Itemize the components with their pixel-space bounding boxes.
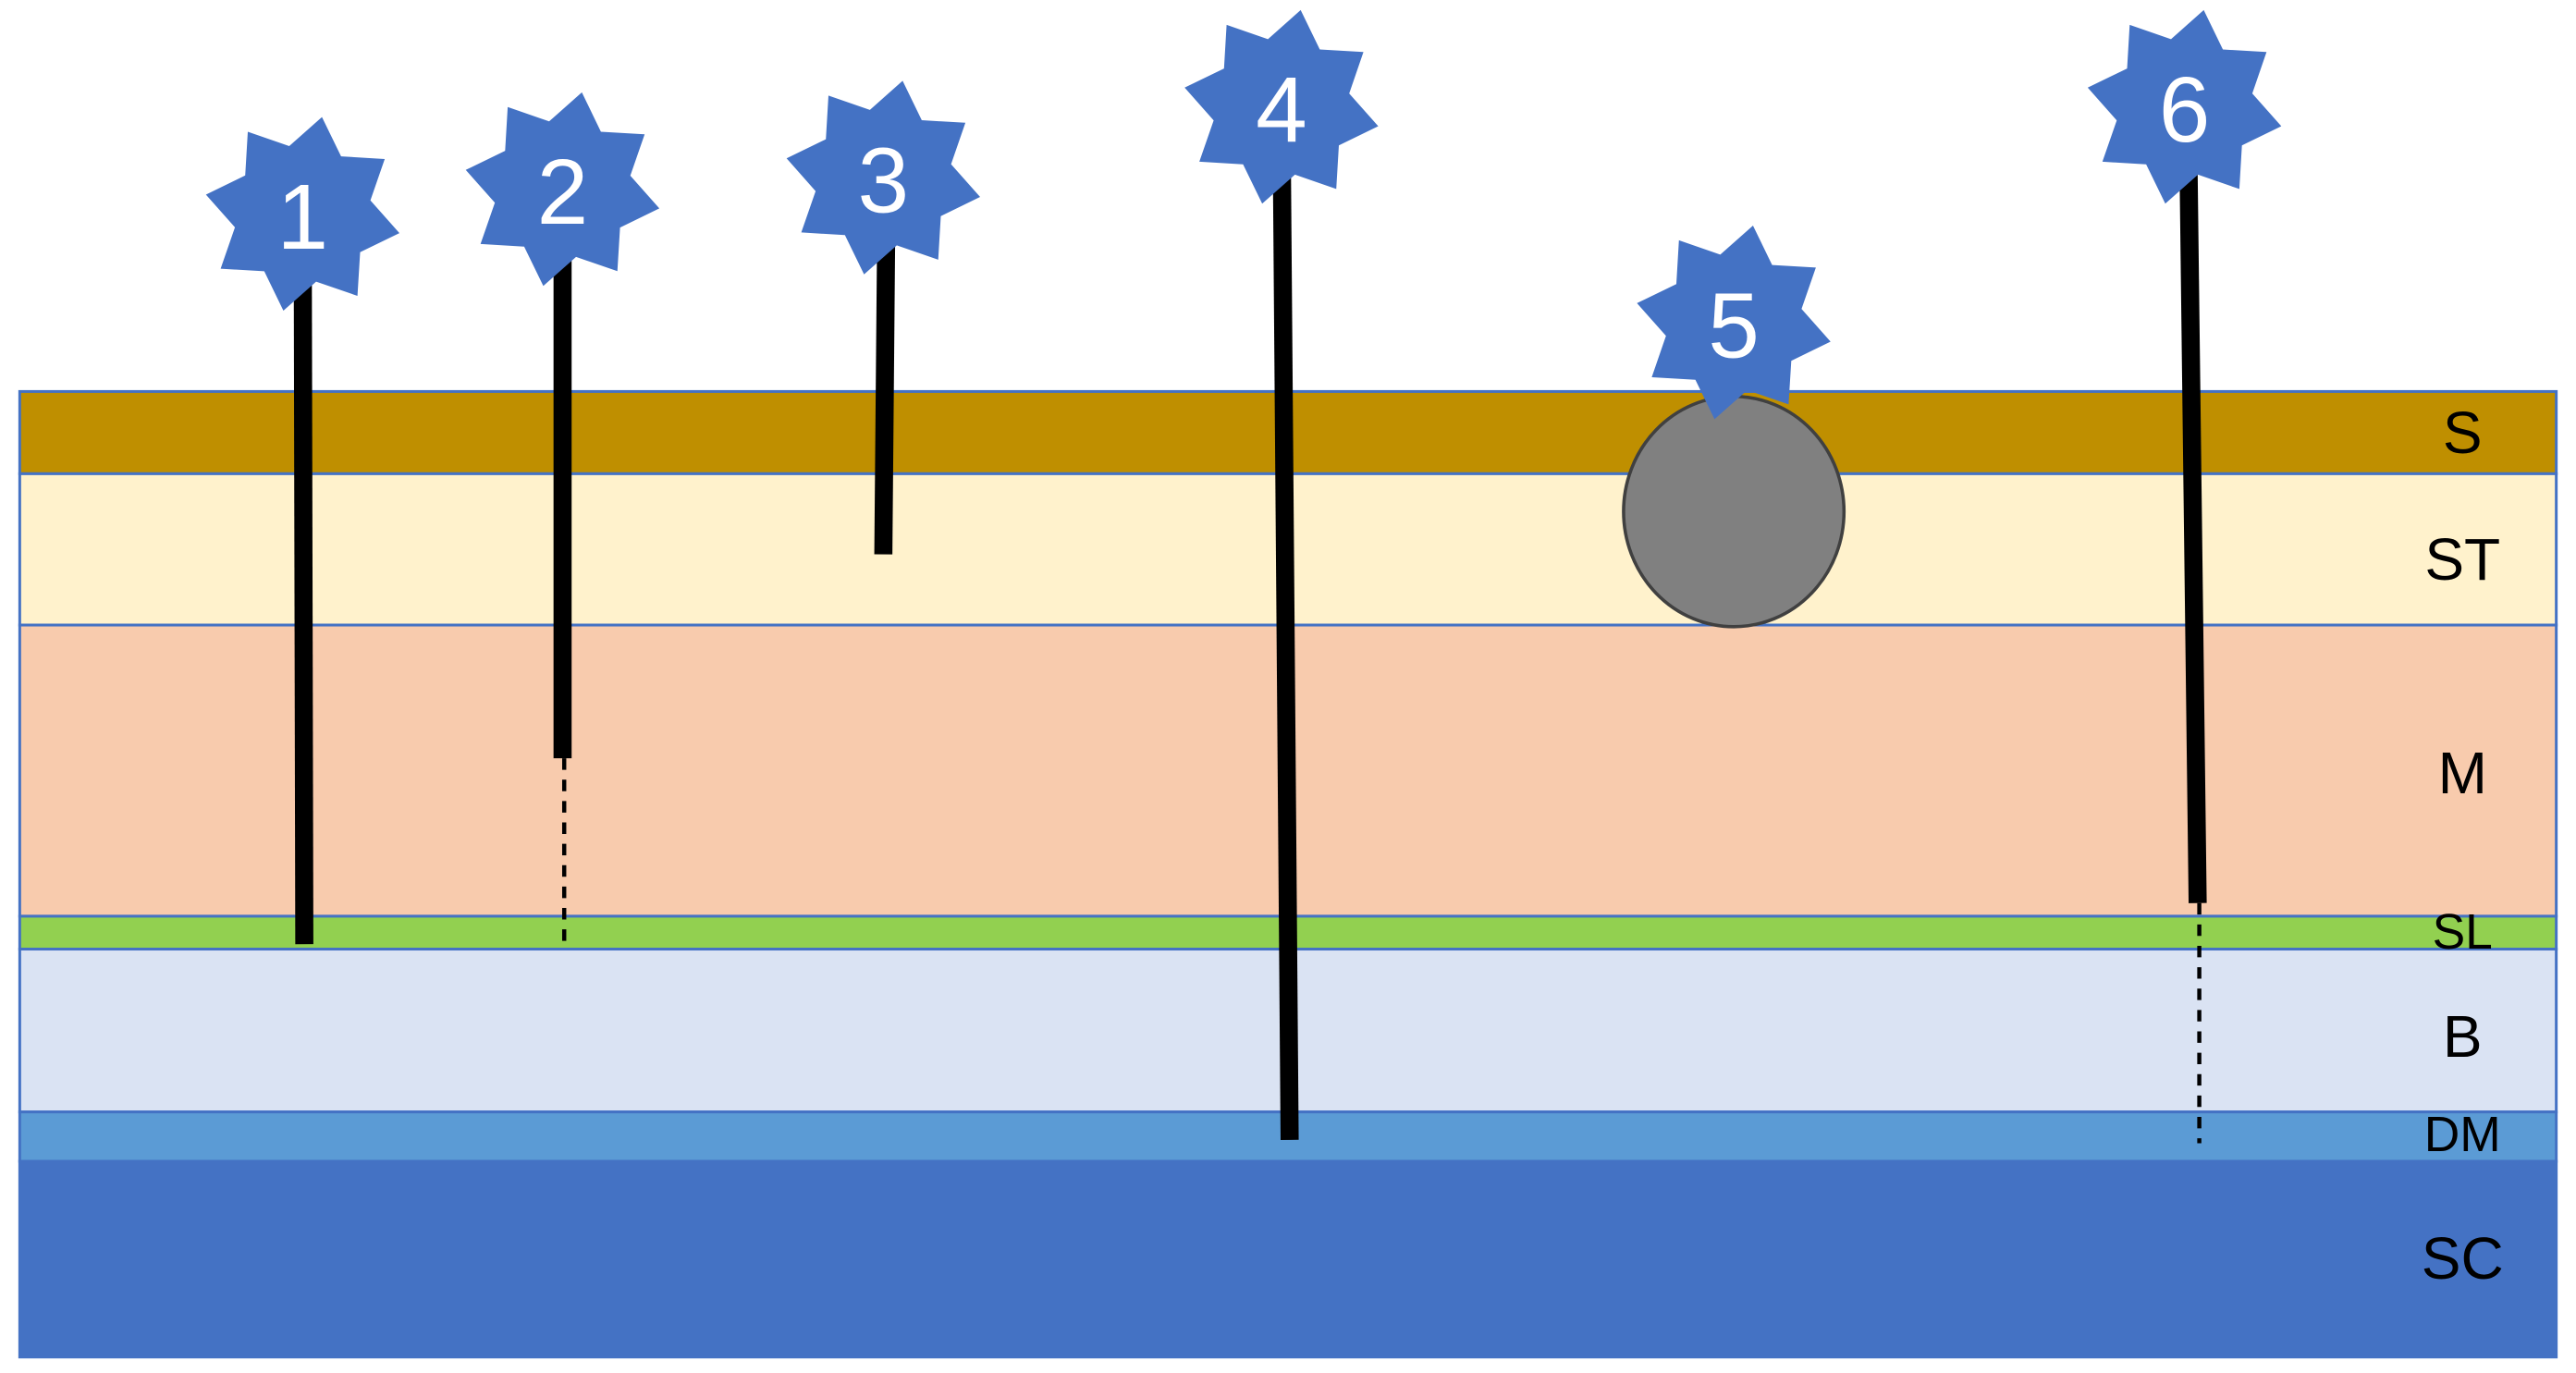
marker-number: 6 — [2159, 58, 2211, 162]
needle-4 — [1272, 106, 1299, 1140]
star-badge-icon — [786, 80, 980, 275]
layer-label-m: M — [2438, 740, 2487, 806]
layer-label-b: B — [2443, 1003, 2483, 1070]
marker-number: 5 — [1708, 274, 1760, 377]
marker-number: 3 — [858, 129, 910, 233]
marker-number: 4 — [1256, 58, 1307, 162]
layer-label-sc: SC — [2422, 1225, 2504, 1292]
star-badge-icon — [205, 116, 399, 311]
layer-label-st: ST — [2424, 526, 2500, 593]
marker-badge-3: 3 — [786, 80, 980, 275]
star-badge-icon — [1637, 226, 1831, 420]
foreign-body — [1622, 394, 1846, 629]
layer-label-dm: DM — [2424, 1108, 2501, 1162]
marker-badge-1: 1 — [205, 116, 399, 311]
marker-badge-2: 2 — [465, 92, 660, 287]
needle-6 — [2178, 106, 2207, 903]
star-badge-icon — [1184, 9, 1379, 204]
layer-label-sl: SL — [2433, 905, 2493, 960]
marker-badges: 1 2 3 4 5 6 — [205, 9, 2282, 420]
marker-number: 1 — [277, 165, 329, 269]
foreign-body-sphere — [1622, 394, 1846, 629]
marker-badge-5: 5 — [1637, 226, 1831, 420]
star-badge-icon — [2087, 9, 2282, 204]
marker-number: 2 — [537, 141, 589, 244]
needle-1 — [293, 214, 313, 945]
marker-badge-6: 6 — [2087, 9, 2282, 204]
star-badge-icon — [465, 92, 660, 287]
layer-label-s: S — [2443, 399, 2483, 466]
marker-badge-4: 4 — [1184, 9, 1379, 204]
layer-sc-band — [18, 1159, 2558, 1359]
